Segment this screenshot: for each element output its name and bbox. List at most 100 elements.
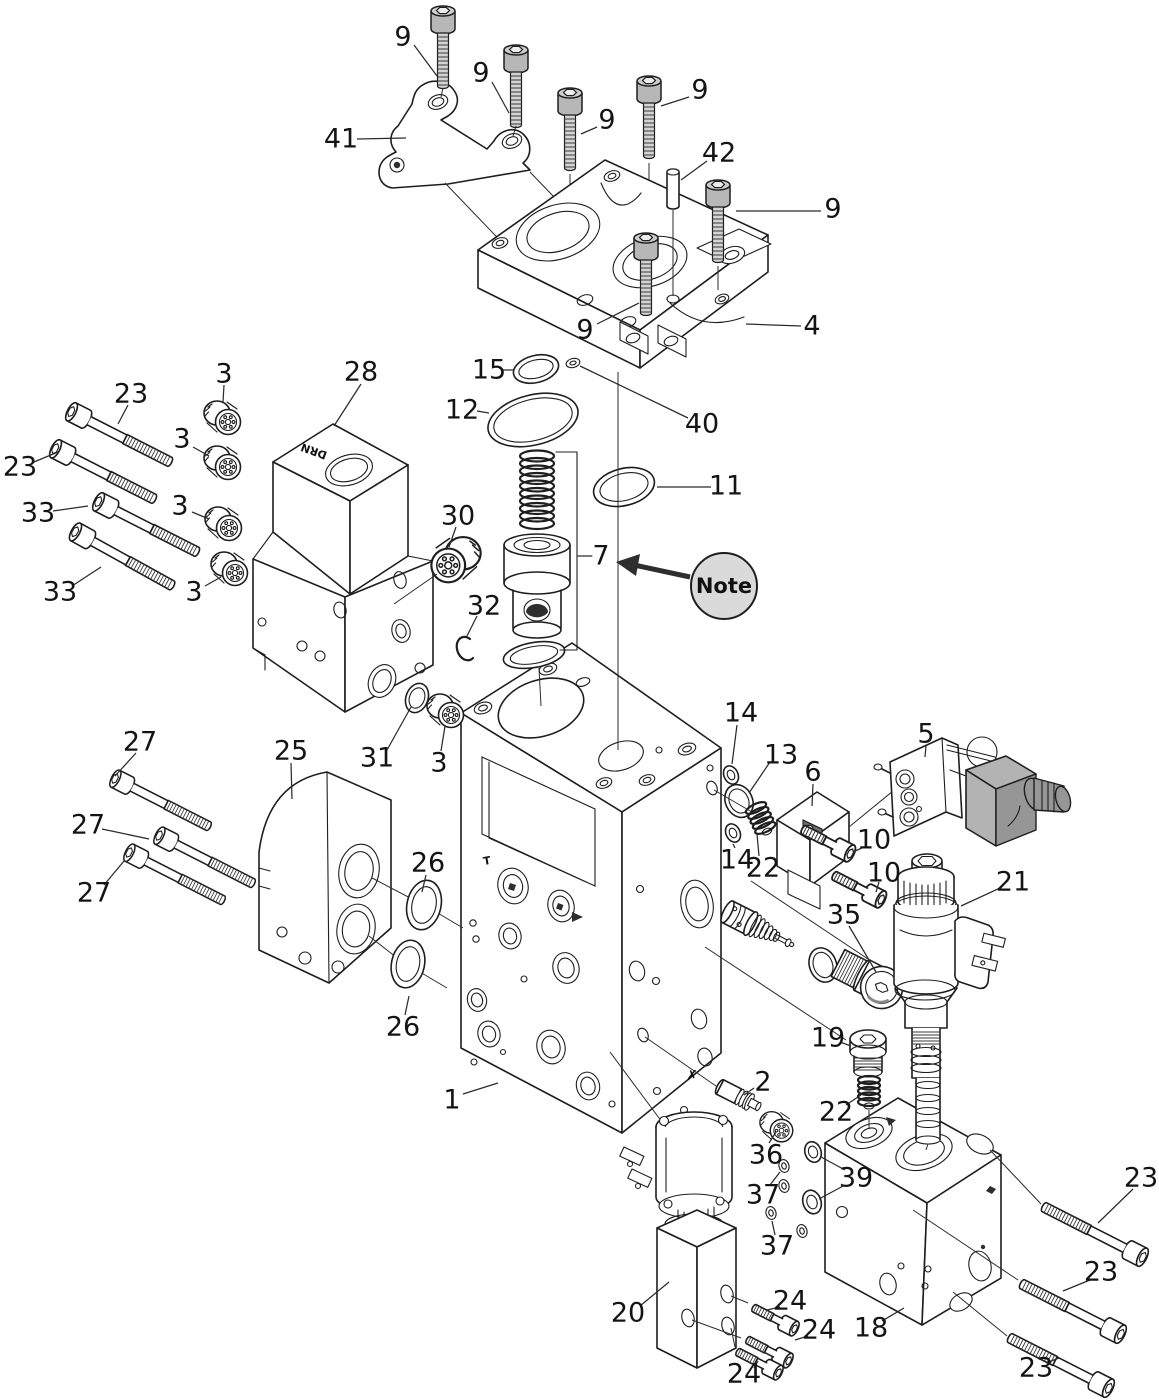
solenoid-cartridge-21 xyxy=(893,853,1006,1151)
callout-leader-line xyxy=(881,1307,905,1322)
part-callout-23-48: 23 xyxy=(1124,1163,1158,1194)
callout-leader-line xyxy=(191,511,210,520)
part-callout-26-30: 26 xyxy=(386,1012,420,1043)
callout-leader-line xyxy=(748,761,771,794)
spool-kit-35 xyxy=(704,880,904,1041)
bracket-41 xyxy=(378,80,579,259)
callout-leader-line xyxy=(848,925,877,973)
part-callout-33-24: 33 xyxy=(43,577,77,608)
callout-leader-line xyxy=(448,526,457,548)
cover-screws-9 xyxy=(430,5,662,230)
callout-leader-line xyxy=(771,1220,776,1236)
note-label: Note xyxy=(696,574,752,598)
part-callout-27-26: 27 xyxy=(71,810,105,841)
callout-leader-line xyxy=(333,383,362,427)
callout-leader-line xyxy=(1097,1188,1134,1224)
callout-leader-line xyxy=(101,828,150,840)
part-callout-9-0: 9 xyxy=(394,22,411,53)
seal-rings-39 xyxy=(801,1140,823,1215)
part-callout-25-28: 25 xyxy=(274,736,308,767)
part-callout-4-8: 4 xyxy=(803,311,820,342)
callout-leader-line xyxy=(845,1094,862,1106)
part-callout-15-9: 15 xyxy=(472,355,506,386)
plugs-3 xyxy=(203,400,249,587)
callout-leader-line xyxy=(204,576,222,587)
part-callout-12-10: 12 xyxy=(445,395,479,426)
part-callout-9-7: 9 xyxy=(576,315,593,346)
callout-leader-line xyxy=(745,323,802,327)
part-callout-19-44: 19 xyxy=(811,1023,845,1054)
callout-leader-line xyxy=(852,846,865,853)
callout-leader-line xyxy=(732,843,736,849)
part-callout-3-17: 3 xyxy=(215,359,232,390)
callout-leader-line xyxy=(596,302,640,325)
callout-leader-line xyxy=(386,706,412,751)
seal-rings-26 xyxy=(368,877,464,989)
lower-cover-screws-9 xyxy=(633,179,731,317)
callout-leader-line xyxy=(33,451,59,463)
part-callout-3-19: 3 xyxy=(171,491,188,522)
callout-leader-line xyxy=(476,410,490,414)
retaining-ring-32 xyxy=(455,635,475,662)
seal-rings-37 xyxy=(765,1159,808,1238)
callout-leader-line xyxy=(103,860,125,886)
callout-leader-line xyxy=(462,1082,499,1095)
part-callout-35-43: 35 xyxy=(827,900,861,931)
part-callout-24-57: 24 xyxy=(802,1315,836,1346)
part-callout-26-29: 26 xyxy=(411,848,445,879)
part-callout-27-25: 27 xyxy=(123,727,157,758)
callout-leader-line xyxy=(114,752,137,777)
callout-leader-line xyxy=(466,615,478,637)
part-callout-3-18: 3 xyxy=(173,424,190,455)
part-callout-37-54: 37 xyxy=(760,1231,794,1262)
solenoid-valve-20 xyxy=(619,1111,749,1369)
part-callout-14-34: 14 xyxy=(724,698,758,729)
part-callout-30-14: 30 xyxy=(441,501,475,532)
seal-rings-top xyxy=(487,353,656,508)
part-callout-9-2: 9 xyxy=(598,105,615,136)
part-callout-31-31: 31 xyxy=(360,743,394,774)
plug-19-spring-22 xyxy=(849,1029,887,1128)
callout-leader-line xyxy=(580,126,598,135)
part-callout-36-52: 36 xyxy=(749,1140,783,1171)
plug-36 xyxy=(759,1110,794,1143)
cover-block-4 xyxy=(477,159,772,369)
part-callout-10-40: 10 xyxy=(857,825,891,856)
callout-leader-line xyxy=(839,1041,852,1047)
callout-leader-line xyxy=(680,160,708,181)
part-callout-9-1: 9 xyxy=(472,58,489,89)
part-callout-11-12: 11 xyxy=(709,471,743,502)
plug-30 xyxy=(393,535,482,605)
part-callout-32-15: 32 xyxy=(467,591,501,622)
callout-leader-line xyxy=(731,724,738,765)
part-callout-23-49: 23 xyxy=(1084,1257,1118,1288)
callout-leader-line xyxy=(491,81,510,114)
orifice-2 xyxy=(714,1078,762,1112)
part-callout-21-42: 21 xyxy=(996,867,1030,898)
callout-leader-line xyxy=(818,1184,846,1200)
callout-leader-line xyxy=(820,1156,846,1171)
part-callout-10-41: 10 xyxy=(867,858,901,889)
callout-leader-line xyxy=(766,1306,781,1311)
callout-leader-line xyxy=(875,881,880,893)
callout-leader-line xyxy=(743,1087,755,1096)
part-callout-40-11: 40 xyxy=(685,409,719,440)
callout-leader-line xyxy=(660,96,690,107)
callout-leader-line xyxy=(1062,1279,1091,1292)
part-callout-1-33: 1 xyxy=(443,1085,460,1116)
part-callout-27-27: 27 xyxy=(77,878,111,909)
callout-leader-line xyxy=(52,505,89,512)
callout-leader-line xyxy=(924,745,927,758)
part-callout-14-36: 14 xyxy=(720,845,754,876)
callout-leader-line xyxy=(356,137,407,140)
part-callout-2-51: 2 xyxy=(754,1067,771,1098)
part-callout-24-58: 24 xyxy=(727,1359,761,1390)
callout-leader-line xyxy=(192,446,210,457)
part-callout-22-37: 22 xyxy=(746,853,780,884)
callout-leader-line xyxy=(404,995,410,1016)
part-callout-5-39: 5 xyxy=(917,719,934,750)
pilot-valve-cluster xyxy=(713,736,1072,911)
